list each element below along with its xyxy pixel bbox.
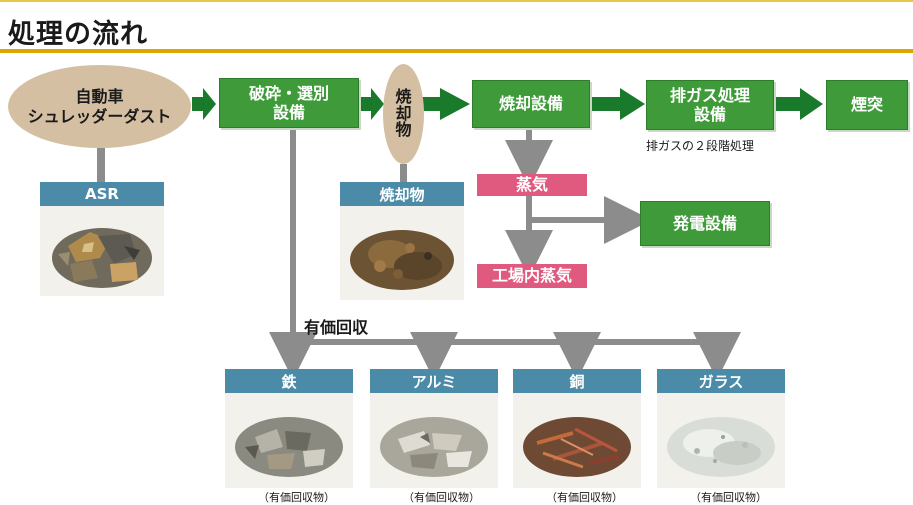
iron-photo	[225, 393, 353, 488]
page-title: 処理の流れ	[8, 19, 148, 50]
iron-caption: （有価回収物）	[258, 491, 335, 504]
shredder-dust-oval: 自動車 シュレッダーダスト	[8, 65, 191, 148]
arrow-oval-to-incinerator	[422, 88, 470, 120]
glass-photo	[657, 393, 785, 488]
arrow-incinerator-to-exhaust	[592, 88, 645, 120]
connector-oval-ash	[400, 164, 407, 182]
title-rule	[0, 49, 913, 53]
aluminum-photo	[370, 393, 498, 488]
power-generation-facility: 発電設備	[640, 201, 770, 246]
steam-label: 蒸気	[477, 174, 587, 196]
copper-label: 銅	[513, 369, 641, 393]
exhaust-treatment-facility: 排ガス処理 設備	[646, 80, 774, 130]
incineration-facility: 焼却設備	[472, 80, 590, 128]
top-accent-line	[0, 0, 913, 2]
connector-dust-asr	[97, 148, 105, 182]
copper-photo	[513, 393, 641, 488]
exhaust-two-stage-note: 排ガスの２段階処理	[646, 139, 755, 153]
aluminum-label: アルミ	[370, 369, 498, 393]
glass-label: ガラス	[657, 369, 785, 393]
aluminum-caption: （有価回収物）	[403, 491, 480, 504]
arrow-exhaust-to-chimney	[775, 88, 823, 120]
iron-label: 鉄	[225, 369, 353, 393]
asr-photo	[40, 206, 164, 296]
copper-caption: （有価回収物）	[546, 491, 623, 504]
crushing-sorting-facility: 破砕・選別 設備	[219, 78, 359, 128]
ash-label: 焼却物	[340, 182, 464, 206]
arrow-crush-to-oval	[360, 88, 384, 120]
factory-steam-label: 工場内蒸気	[477, 264, 587, 288]
arrow-dust-to-crush	[192, 88, 216, 120]
valuable-recovery-label: 有価回収	[304, 318, 369, 337]
asr-label: ASR	[40, 182, 164, 206]
incinerated-ash-oval: 焼 却 物	[383, 64, 424, 164]
ash-photo	[340, 206, 464, 300]
glass-caption: （有価回収物）	[690, 491, 767, 504]
chimney: 煙突	[826, 80, 908, 130]
